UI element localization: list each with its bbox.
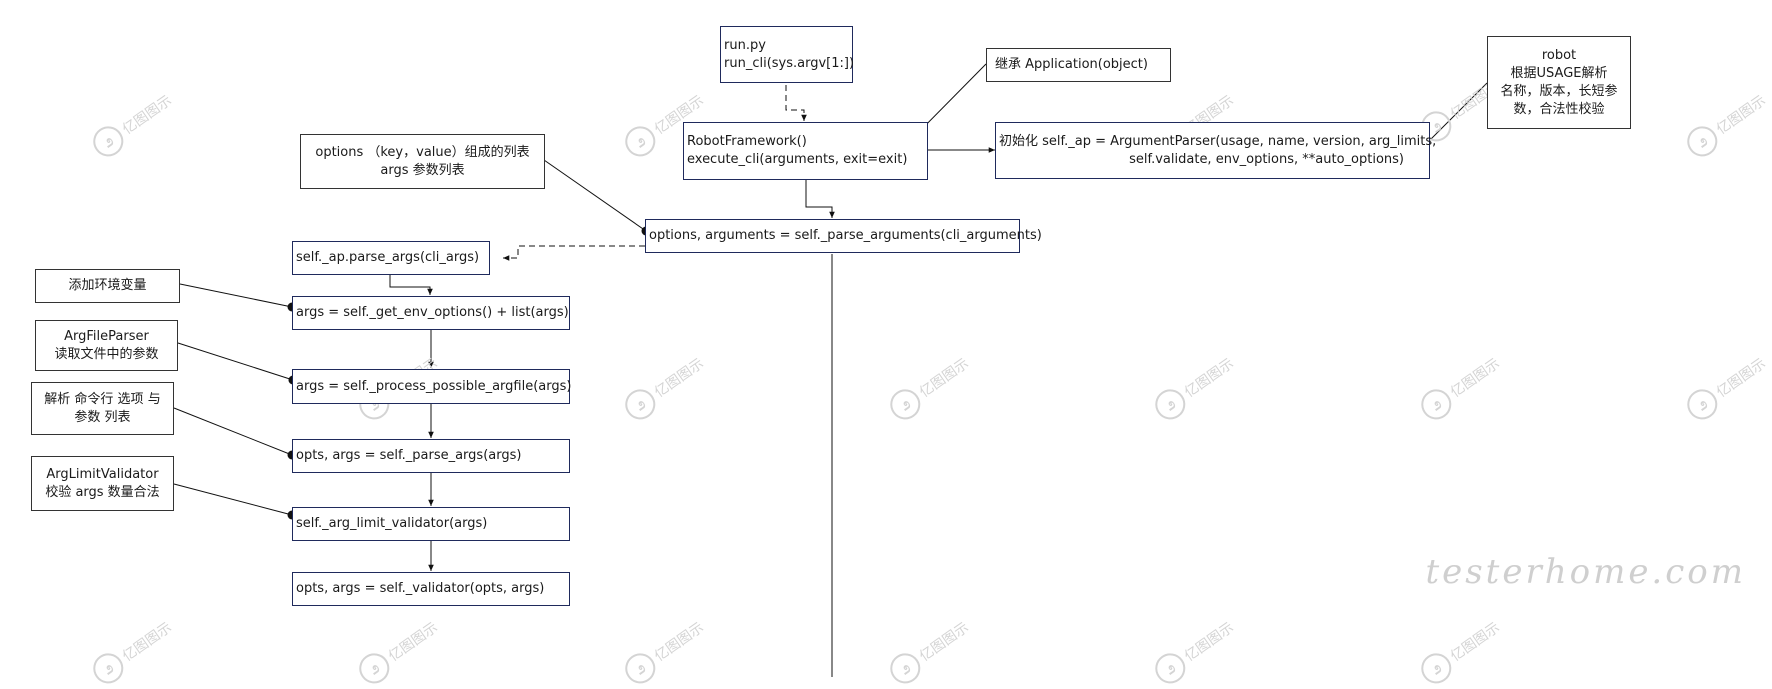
env-vars-note[interactable]: 添加环境变量: [35, 269, 180, 303]
annotation-line-options: [543, 159, 647, 232]
env-options-label: args = self._get_env_options() + list(ar…: [296, 305, 569, 320]
init-ap-line-1: 初始化 self._ap = ArgumentParser(usage, nam…: [999, 133, 1437, 149]
arrow-robotframework-to-parse-arguments: [805, 180, 835, 218]
robot-note-line-2: 根据USAGE解析: [1510, 65, 1608, 81]
ap-parse-args-node[interactable]: self._ap.parse_args(cli_args): [292, 241, 490, 275]
parse-args-label: opts, args = self._parse_args(args): [296, 448, 522, 463]
brand-watermark: testerhome.com: [1425, 552, 1746, 592]
argfile-parser-note[interactable]: ArgFileParser 读取文件中的参数: [35, 320, 178, 371]
robot-note-line-1: robot: [1541, 47, 1577, 63]
arg-limit-validator-node[interactable]: self._arg_limit_validator(args): [292, 507, 570, 541]
argfile-parser-line-2: 读取文件中的参数: [54, 346, 159, 362]
parse-cli-line-2: 参数 列表: [74, 409, 131, 425]
arrow-parse-arguments-to-ap-parse: [503, 245, 645, 261]
ap-parse-args-label: self._ap.parse_args(cli_args): [296, 250, 480, 265]
init-ap-line-2: self.validate, env_options, **auto_optio…: [1129, 151, 1404, 167]
robot-framework-line-2: execute_cli(arguments, exit=exit): [687, 152, 908, 167]
options-list-line-1: options （key，value）组成的列表: [315, 144, 530, 160]
validator-label: opts, args = self._validator(opts, args): [296, 581, 545, 596]
env-options-node[interactable]: args = self._get_env_options() + list(ar…: [292, 296, 570, 330]
validator-node[interactable]: opts, args = self._validator(opts, args): [292, 572, 570, 606]
annotation-line-limit: [173, 483, 293, 516]
robot-note-line-3: 名称，版本，长短参: [1500, 83, 1618, 99]
arg-limit-line-2: 校验 args 数量合法: [45, 484, 160, 500]
robot-note-line-4: 数，合法性校验: [1513, 101, 1605, 117]
arg-limit-line-1: ArgLimitValidator: [46, 466, 159, 482]
init-argument-parser-node[interactable]: 初始化 self._ap = ArgumentParser(usage, nam…: [995, 122, 1436, 179]
arg-limit-validator-label: self._arg_limit_validator(args): [296, 516, 488, 531]
arg-limit-note[interactable]: ArgLimitValidator 校验 args 数量合法: [31, 456, 174, 511]
run-py-line-1: run.py: [724, 37, 766, 53]
env-vars-text: 添加环境变量: [68, 278, 147, 293]
annotation-line-parse: [173, 407, 293, 456]
annotation-line-env: [179, 283, 293, 308]
options-list-note[interactable]: options （key，value）组成的列表 args 参数列表: [300, 134, 545, 189]
process-argfile-node[interactable]: args = self._process_possible_argfile(ar…: [292, 369, 572, 404]
robot-framework-node[interactable]: RobotFramework() execute_cli(arguments, …: [683, 122, 928, 180]
options-list-line-2: args 参数列表: [380, 162, 465, 178]
process-argfile-label: args = self._process_possible_argfile(ar…: [296, 378, 572, 394]
parse-args-node[interactable]: opts, args = self._parse_args(args): [292, 439, 570, 473]
annotation-line-argfile: [177, 342, 294, 381]
parse-cli-note[interactable]: 解析 命令行 选项 与 参数 列表: [31, 382, 174, 435]
inherit-note-text: 继承 Application(object): [995, 57, 1148, 72]
parse-cli-line-1: 解析 命令行 选项 与: [44, 391, 161, 407]
parse-arguments-node[interactable]: options, arguments = self._parse_argumen…: [645, 219, 1042, 253]
run-py-node[interactable]: run.py run_cli(sys.argv[1:]): [720, 26, 855, 83]
arrow-runpy-to-robotframework: [785, 75, 807, 121]
inherit-note[interactable]: 继承 Application(object): [986, 48, 1171, 82]
argfile-parser-line-1: ArgFileParser: [64, 328, 149, 344]
arrow-ap-parse-to-env: [389, 274, 433, 295]
robot-note[interactable]: robot 根据USAGE解析 名称，版本，长短参 数，合法性校验: [1487, 36, 1631, 129]
parse-arguments-label: options, arguments = self._parse_argumen…: [649, 228, 1042, 243]
robot-framework-line-1: RobotFramework(): [687, 134, 807, 149]
run-py-line-2: run_cli(sys.argv[1:]): [724, 55, 855, 71]
